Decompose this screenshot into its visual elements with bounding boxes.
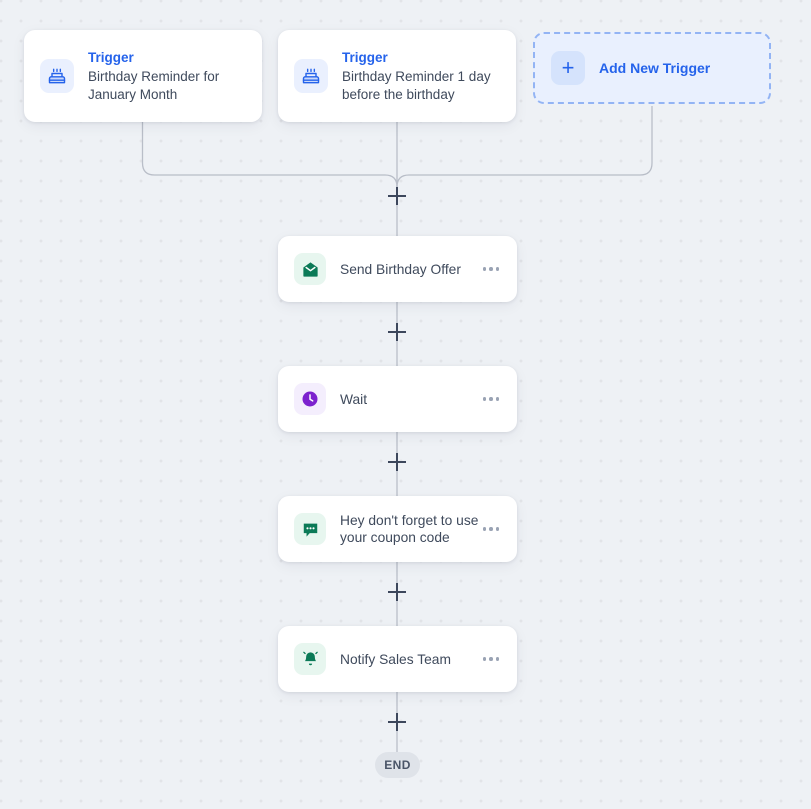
plus-icon: + (551, 51, 585, 85)
add-step-after-coupon-message[interactable] (388, 583, 406, 601)
add-new-trigger-button[interactable]: + Add New Trigger (533, 32, 771, 104)
end-node: END (375, 752, 420, 778)
trigger-card-1-kicker: Trigger (88, 49, 134, 65)
add-step-after-notify-sales-team[interactable] (388, 713, 406, 731)
trigger-card-1[interactable]: Trigger Birthday Reminder for January Mo… (24, 30, 262, 122)
step-card-coupon-message[interactable]: Hey don't forget to use your coupon code (278, 496, 517, 562)
birthday-cake-icon (294, 59, 328, 93)
trigger-card-2-kicker: Trigger (342, 49, 388, 65)
trigger-card-1-description: Birthday Reminder for January Month (88, 68, 220, 102)
add-step-after-send-birthday-offer[interactable] (388, 323, 406, 341)
clock-icon (294, 383, 326, 415)
step-card-send-birthday-offer[interactable]: Send Birthday Offer (278, 236, 517, 302)
trigger-card-2-description: Birthday Reminder 1 day before the birth… (342, 68, 491, 102)
step-label-wait: Wait (340, 391, 368, 407)
trigger-card-1-text: Trigger Birthday Reminder for January Mo… (88, 49, 246, 104)
step-card-wait[interactable]: Wait (278, 366, 517, 432)
more-options-icon[interactable] (481, 651, 502, 667)
add-step-after-triggers[interactable] (388, 187, 406, 205)
step-card-notify-sales-team[interactable]: Notify Sales Team (278, 626, 517, 692)
trigger-card-2[interactable]: Trigger Birthday Reminder 1 day before t… (278, 30, 516, 122)
add-step-after-wait[interactable] (388, 453, 406, 471)
step-label-notify-sales-team: Notify Sales Team (340, 651, 451, 667)
birthday-cake-icon (40, 59, 74, 93)
envelope-open-icon (294, 253, 326, 285)
more-options-icon[interactable] (481, 261, 502, 277)
more-options-icon[interactable] (481, 521, 502, 537)
step-label-send-birthday-offer: Send Birthday Offer (340, 261, 461, 277)
trigger-card-2-text: Trigger Birthday Reminder 1 day before t… (342, 49, 500, 104)
bell-ring-icon (294, 643, 326, 675)
more-options-icon[interactable] (481, 391, 502, 407)
chat-bubble-icon (294, 513, 326, 545)
step-label-coupon-message: Hey don't forget to use your coupon code (340, 513, 479, 545)
add-new-trigger-label: Add New Trigger (599, 60, 711, 76)
